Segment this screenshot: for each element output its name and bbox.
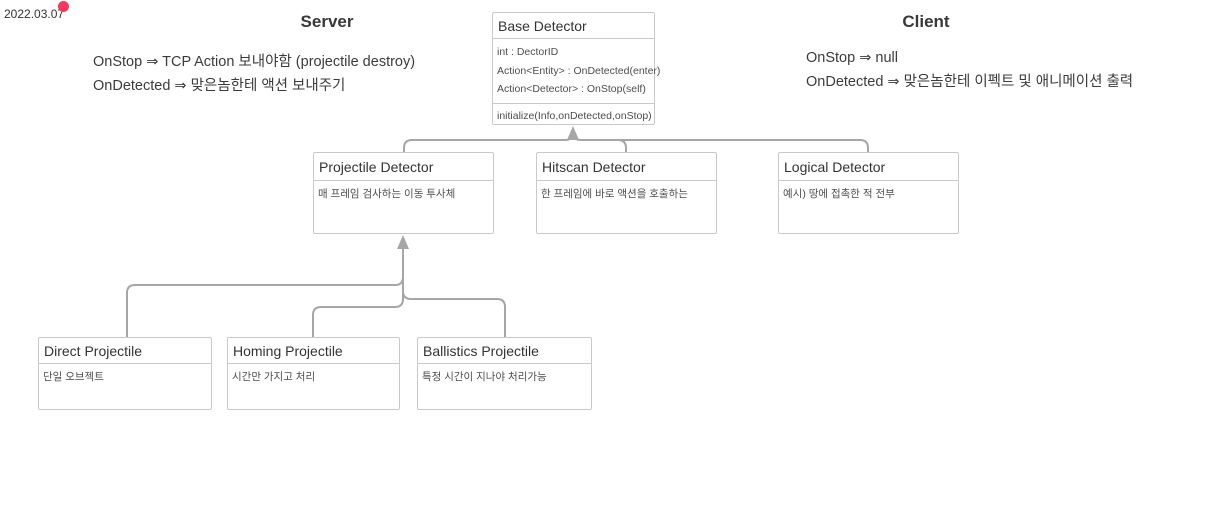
class-description-direct-projectile: 단일 오브젝트: [39, 363, 211, 409]
class-box-hitscan-detector[interactable]: Hitscan Detector 한 프레임에 바로 액션을 호출하는: [536, 152, 717, 234]
class-box-homing-projectile[interactable]: Homing Projectile 시간만 가지고 처리: [227, 337, 400, 410]
edge-logical-to-base: [581, 139, 869, 152]
class-description-logical-detector: 예시) 땅에 접촉한 적 전부: [779, 180, 958, 233]
arrowhead-to-base-detector: [567, 126, 579, 140]
class-title-hitscan-detector: Hitscan Detector: [542, 158, 646, 175]
class-title-homing-projectile: Homing Projectile: [233, 342, 343, 359]
attribute-onstop: Action<Detector> : OnStop(self): [497, 83, 646, 95]
method-initialize: initialize(Info,onDetected,onStop): [497, 110, 652, 122]
edge-projectile-to-base: [403, 131, 574, 152]
class-description-homing-projectile: 시간만 가지고 처리: [228, 363, 399, 409]
class-attributes-base-detector: int : DectorID Action<Entity> : OnDetect…: [493, 38, 661, 103]
server-notes[interactable]: OnStop ⇒ TCP Action 보내야함 (projectile des…: [93, 51, 415, 98]
client-notes[interactable]: OnStop ⇒ null OnDetected ⇒ 맞은놈한테 이펙트 및 애…: [806, 47, 1133, 94]
client-heading[interactable]: Client: [902, 12, 950, 31]
class-title-ballistics-projectile: Ballistics Projectile: [423, 342, 539, 359]
class-methods-base-detector: initialize(Info,onDetected,onStop): [493, 102, 654, 129]
edge-hitscan-to-base: [572, 131, 627, 152]
class-box-base-detector[interactable]: Base Detector int : DectorID Action<Enti…: [492, 12, 661, 125]
class-description-hitscan-detector: 한 프레임에 바로 액션을 호출하는: [537, 180, 716, 233]
arrowhead-to-projectile-detector: [397, 235, 409, 249]
class-description-projectile-detector: 매 프레임 검사하는 이동 투사체: [314, 180, 493, 233]
client-note-onstop: OnStop ⇒ null: [806, 50, 898, 66]
class-box-projectile-detector[interactable]: Projectile Detector 매 프레임 검사하는 이동 투사체: [313, 152, 494, 234]
attribute-detector-id: int : DectorID: [497, 46, 559, 58]
class-description-ballistics-projectile: 특정 시간이 지나야 처리가능: [418, 363, 591, 409]
edge-ballistics-to-projectile: [402, 247, 506, 337]
class-title-projectile-detector: Projectile Detector: [319, 158, 434, 175]
edge-homing-to-projectile: [312, 247, 404, 337]
server-heading[interactable]: Server: [300, 12, 354, 31]
class-box-logical-detector[interactable]: Logical Detector 예시) 땅에 접촉한 적 전부: [778, 152, 959, 234]
client-note-ondetected: OnDetected ⇒ 맞은놈한테 이펙트 및 애니메이션 출력: [806, 73, 1134, 90]
class-box-ballistics-projectile[interactable]: Ballistics Projectile 특정 시간이 지나야 처리가능: [417, 337, 592, 410]
marker-dot[interactable]: [58, 1, 69, 12]
server-note-ondetected: OnDetected ⇒ 맞은놈한테 액션 보내주기: [93, 77, 346, 94]
date-label: 2022.03.07: [4, 7, 65, 21]
attribute-ondetected: Action<Entity> : OnDetected(enter): [497, 64, 661, 77]
class-title-logical-detector: Logical Detector: [784, 158, 886, 175]
class-box-direct-projectile[interactable]: Direct Projectile 단일 오브젝트: [38, 337, 212, 410]
edge-direct-to-projectile: [126, 247, 404, 337]
class-title-base-detector: Base Detector: [498, 17, 587, 34]
server-note-onstop: OnStop ⇒ TCP Action 보내야함 (projectile des…: [93, 54, 416, 70]
class-title-direct-projectile: Direct Projectile: [44, 342, 143, 359]
